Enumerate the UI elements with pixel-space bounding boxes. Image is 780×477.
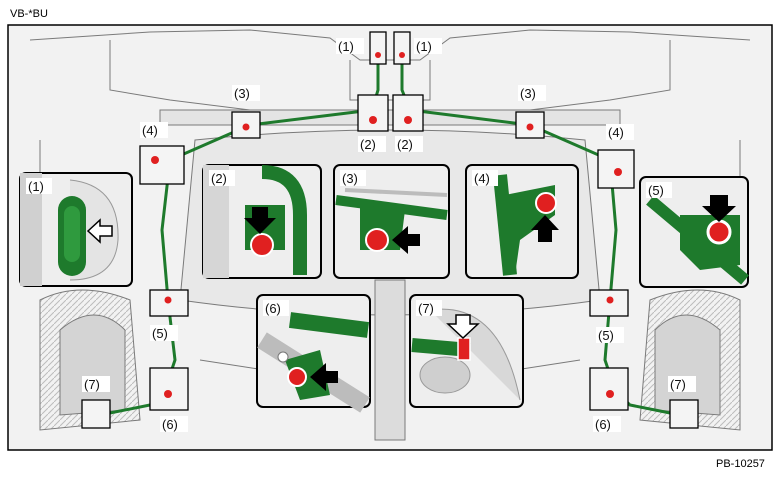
diagram-code: VB-*BU (10, 8, 48, 20)
arrow-solid-icon (392, 226, 420, 254)
detail-5-label: (5) (648, 183, 664, 198)
detail-3: (3) (333, 164, 450, 279)
detail-1-label: (1) (28, 179, 44, 194)
detail-7-label: (7) (418, 301, 434, 316)
label-2-left: (2) (360, 137, 376, 152)
label-7-left: (7) (84, 377, 100, 392)
label-1-right: (1) (416, 39, 432, 54)
figure-id: PB-10257 (716, 458, 765, 470)
label-1-left: (1) (338, 39, 354, 54)
arrow-solid-icon (310, 363, 338, 391)
detail-2: (2) (202, 164, 322, 279)
label-4-right: (4) (608, 125, 624, 140)
detail-7: (7) (409, 294, 524, 408)
label-5-left: (5) (152, 326, 168, 341)
detail-6-label: (6) (265, 301, 281, 316)
detail-4: (4) (465, 164, 579, 279)
label-7-right: (7) (670, 377, 686, 392)
detail-1: (1) (19, 172, 133, 287)
arrow-solid-icon (244, 207, 276, 234)
detail-6: (6) (256, 294, 371, 413)
label-3-left: (3) (234, 86, 250, 101)
arrow-outline-icon (446, 314, 480, 340)
detail-2-label: (2) (211, 171, 227, 186)
label-6-left: (6) (162, 417, 178, 432)
label-5-right: (5) (598, 328, 614, 343)
label-4-left: (4) (142, 123, 158, 138)
label-3-right: (3) (520, 86, 536, 101)
arrow-solid-icon (531, 215, 559, 242)
detail-4-label: (4) (474, 171, 490, 186)
main-callout-boxes (81, 31, 699, 429)
detail-3-label: (3) (342, 171, 358, 186)
main-callout-labels: (1) (1) (2) (2) (3) (3) (4) (4) (5) (5) … (82, 38, 696, 432)
arrow-solid-icon (702, 195, 736, 222)
arrow-outline-icon (86, 218, 113, 244)
main-clip-marks (151, 52, 622, 398)
label-2-right: (2) (397, 137, 413, 152)
detail-5: (5) (639, 176, 749, 288)
label-6-right: (6) (595, 417, 611, 432)
